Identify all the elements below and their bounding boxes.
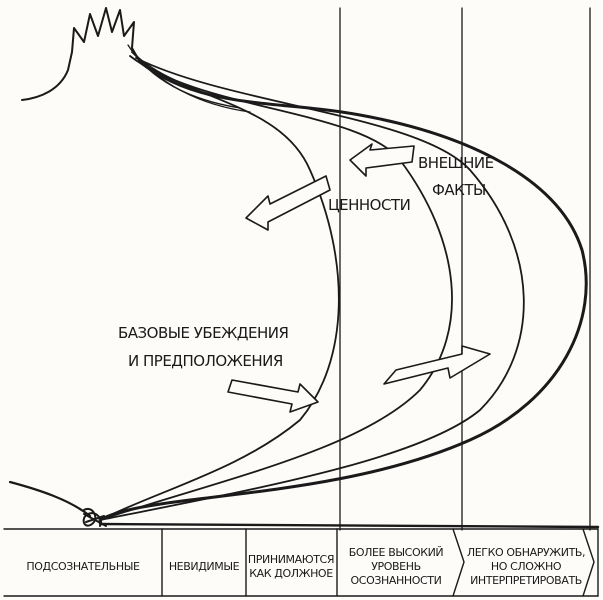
table-cell-5-line-2: НО СЛОЖНО xyxy=(491,560,562,573)
table-cell-1: ПОДСОЗНАТЕЛЬНЫЕ xyxy=(26,560,140,573)
external-facts-label-line2: ФАКТЫ xyxy=(432,181,486,199)
table-cell-4-line-3: ОСОЗНАННОСТИ xyxy=(351,574,442,587)
basic-beliefs-label-line2: И ПРЕДПОЛОЖЕНИЯ xyxy=(128,352,283,370)
onion-outline xyxy=(8,7,600,529)
table-cell-5-line-1: ЛЕГКО ОБНАРУЖИТЬ, xyxy=(467,546,585,559)
table-cell-1-line-1: ПОДСОЗНАТЕЛЬНЫЕ xyxy=(26,560,140,573)
onion-inner-layers xyxy=(99,51,525,521)
table-cell-3-line-2: КАК ДОЛЖНОЕ xyxy=(249,567,333,580)
layer-guide-lines xyxy=(339,7,591,531)
table-cell-4-line-1: БОЛЕЕ ВЫСОКИЙ xyxy=(349,546,444,559)
table-cell-4-line-2: УРОВЕНЬ xyxy=(371,560,421,573)
basic-beliefs-label-line1: БАЗОВЫЕ УБЕЖДЕНИЯ xyxy=(118,324,288,342)
values-label: ЦЕННОСТИ xyxy=(328,196,410,214)
arrow-outward xyxy=(383,345,491,385)
table-cell-2: НЕВИДИМЫЕ xyxy=(169,560,240,573)
external-facts-label-line1: ВНЕШНИЕ xyxy=(418,154,494,172)
arrow-basic-beliefs xyxy=(227,379,319,413)
table-cell-5-line-3: ИНТЕРПРЕТИРОВАТЬ xyxy=(470,574,582,587)
arrow-external-facts xyxy=(349,143,415,177)
table-cell-2-line-1: НЕВИДИМЫЕ xyxy=(169,560,240,573)
table-cell-3-line-1: ПРИНИМАЮТСЯ xyxy=(248,553,334,566)
root-knot xyxy=(82,507,107,527)
arrow-values xyxy=(245,175,331,231)
